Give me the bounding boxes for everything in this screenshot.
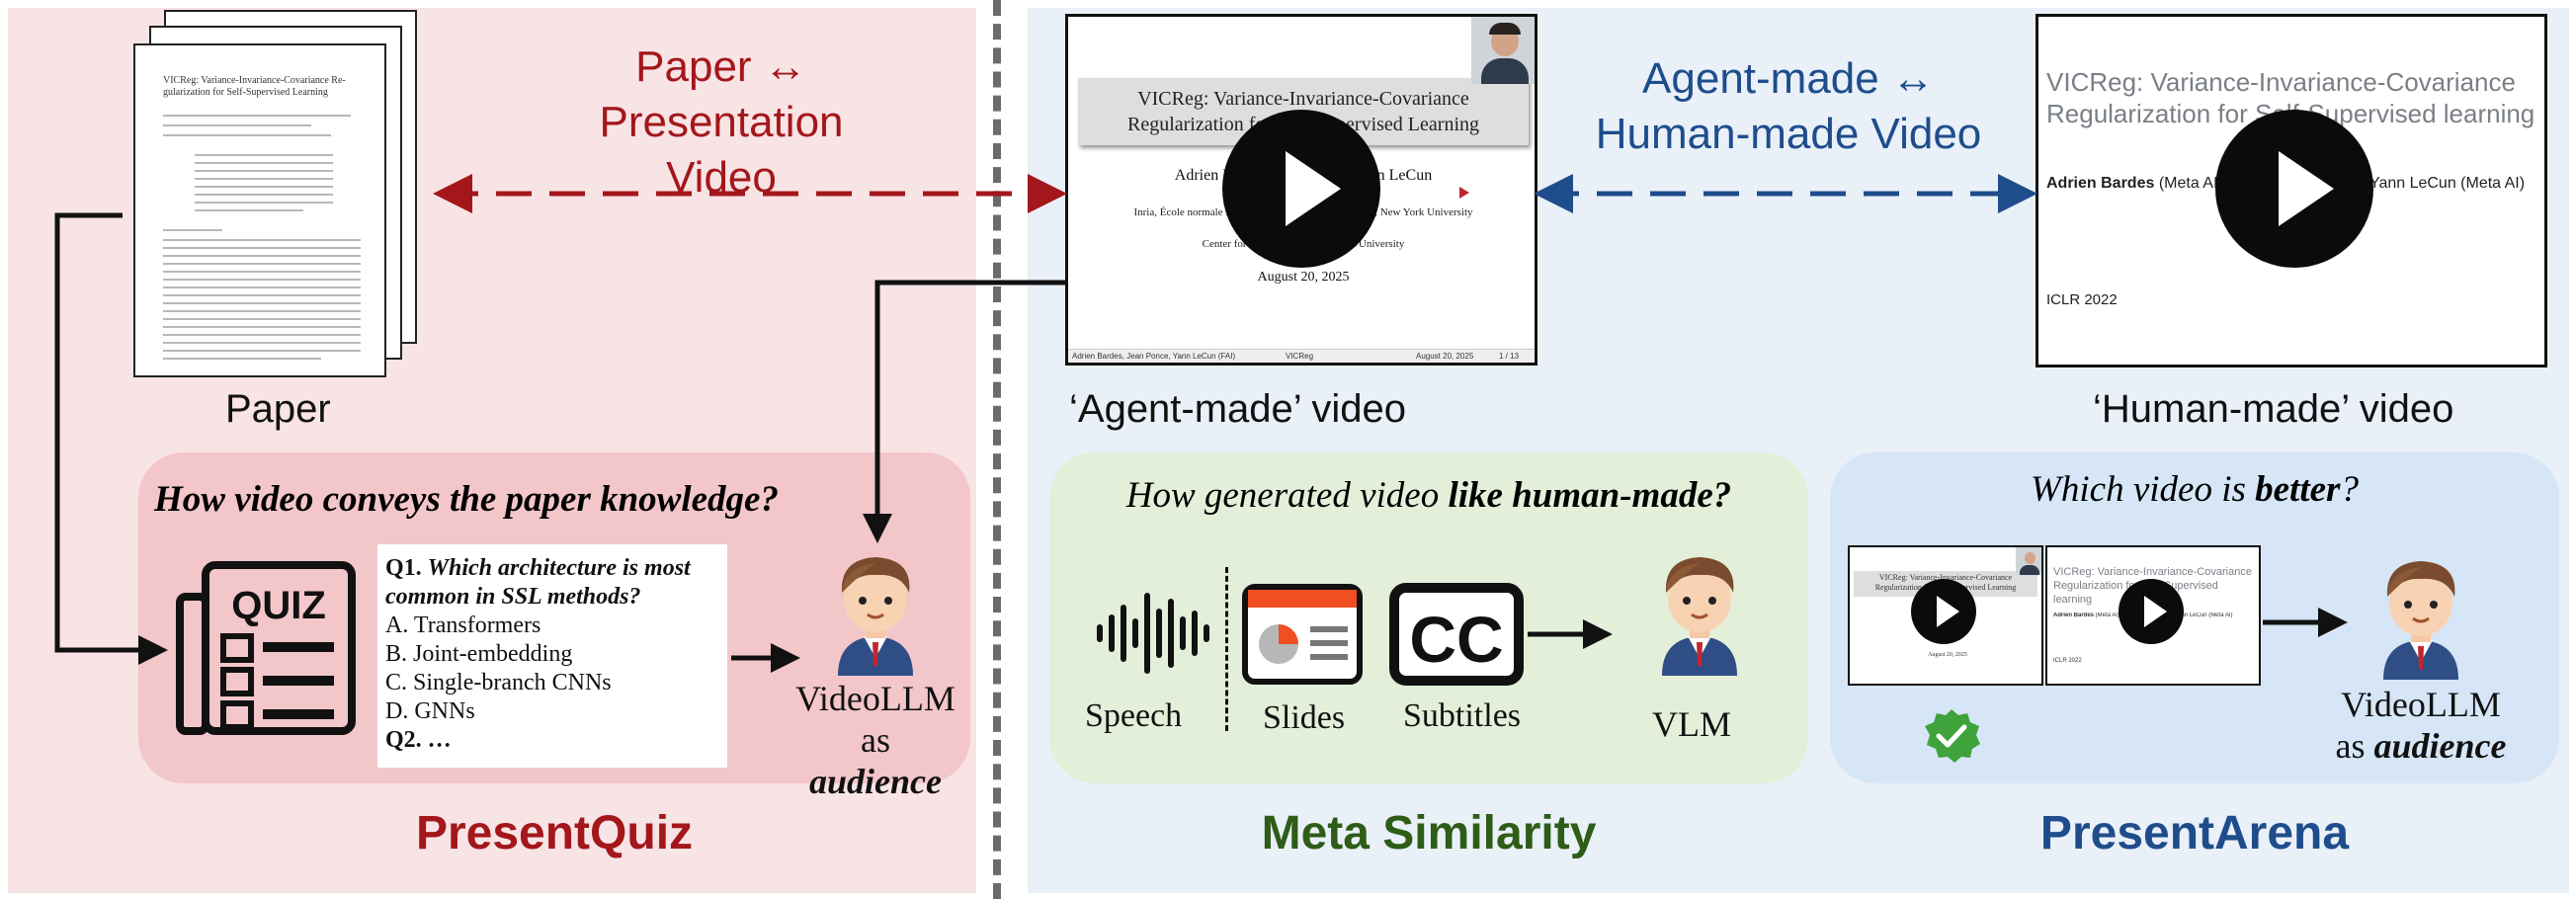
meta-question-emphasis: like human-made? xyxy=(1448,475,1732,516)
agent-made-caption: ‘Agent-made’ video xyxy=(1069,387,1406,431)
arena-human-venue: ICLR 2022 xyxy=(2053,658,2082,664)
speech-divider xyxy=(1225,567,1228,731)
checkmark-icon xyxy=(1925,709,1980,763)
agent-slide-footer-date: August 20, 2025 xyxy=(1416,352,1474,361)
quiz-icon: QUIZ xyxy=(176,561,356,735)
human-slide-first-author: Adrien Bardes xyxy=(2046,175,2155,192)
quiz-q2: Q2. … xyxy=(385,726,721,755)
agent-slide-footer-title: VICReg xyxy=(1286,352,1314,361)
agent-human-label-line2: Human-made Video xyxy=(1595,110,1982,158)
agent-human-label: Agent-made ↔ Human-made Video xyxy=(1551,51,2026,162)
video-to-audience-arrow xyxy=(863,280,1067,543)
arena-presenter-thumbnail xyxy=(2016,547,2041,575)
quiz-q2-text: … xyxy=(427,727,452,753)
paper-video-label-line2: Presentation Video xyxy=(599,98,844,202)
arena-human-title: VICReg: Variance-Invariance-Covariance R… xyxy=(2053,566,2252,606)
human-slide-venue: ICLR 2022 xyxy=(2046,291,2118,308)
play-icon xyxy=(2144,596,2167,627)
slides-icon xyxy=(1242,584,1363,685)
presentquiz-label: PresentQuiz xyxy=(415,807,694,859)
pointer-icon xyxy=(1459,187,1469,199)
vlm-label: VLM xyxy=(1652,704,1731,744)
paper-caption: Paper xyxy=(225,387,331,431)
arena-human-first-author: Adrien Bardes xyxy=(2053,613,2095,618)
section-divider xyxy=(993,0,1001,899)
quiz-option-b: B. Joint-embedding xyxy=(385,641,573,667)
cc-text: CC xyxy=(1409,603,1503,676)
paper-video-label: Paper ↔ Presentation Video xyxy=(553,40,889,205)
speech-label: Speech xyxy=(1085,697,1183,734)
agent-slide-footer: Adrien Bardes, Jean Ponce, Yann LeCun (F… xyxy=(1068,349,1535,363)
arena-question-suffix: ? xyxy=(2340,469,2359,510)
arena-audience-model: VideoLLM xyxy=(2341,685,2501,724)
paper-to-quiz-arrow xyxy=(54,212,168,665)
agent-human-label-line1: Agent-made ↔ xyxy=(1642,54,1935,103)
speech-waveform-icon xyxy=(1097,593,1209,674)
arena-question: Which video is better? xyxy=(1830,468,2559,511)
human-slide-title: VICReg: Variance-Invariance-Covariance R… xyxy=(2046,67,2535,128)
play-icon xyxy=(1937,596,1959,627)
paper-title: VICReg: Variance-Invariance-Covariance R… xyxy=(163,75,346,98)
agent-slide-date: August 20, 2025 xyxy=(1257,270,1350,285)
play-icon xyxy=(1286,151,1341,226)
human-video-play-button[interactable] xyxy=(2215,110,2373,268)
presentquiz-question: How video conveys the paper knowledge? xyxy=(154,479,779,520)
quiz-icon-text: QUIZ xyxy=(231,584,326,627)
paper-front-page: VICReg: Variance-Invariance-Covariance R… xyxy=(133,43,386,377)
arena-audience-as: as xyxy=(2335,726,2366,766)
vlm-avatar-icon xyxy=(1662,557,1737,676)
arena-question-emphasis: better xyxy=(2255,469,2341,510)
quiz-q1: Q1. Which architecture is most common in… xyxy=(385,554,721,612)
arena-agent-date: August 20, 2025 xyxy=(1928,652,1967,658)
paper-video-label-line1: Paper ↔ xyxy=(635,42,807,91)
arena-avatar-icon xyxy=(2383,561,2458,680)
meta-similarity-label: Meta Similarity xyxy=(1261,807,1597,859)
presentquiz-audience-word: audience xyxy=(809,762,942,801)
quiz-q1-text: Which architecture is most common in SSL… xyxy=(385,555,691,610)
arena-agent-play-button[interactable] xyxy=(1911,579,1976,644)
quiz-q1-number: Q1. xyxy=(385,555,422,581)
presentarena-label: PresentArena xyxy=(2039,807,2350,859)
subtitles-cc-icon: CC xyxy=(1389,583,1524,686)
subtitles-label: Subtitles xyxy=(1403,697,1522,734)
arena-human-play-button[interactable] xyxy=(2119,579,2184,644)
meta-question: How generated video like human-made? xyxy=(1049,474,1808,517)
slides-label: Slides xyxy=(1263,699,1346,736)
arena-audience-label: VideoLLM as audience xyxy=(2332,684,2510,767)
play-icon xyxy=(2279,151,2334,226)
quiz-option-d: D. GNNs xyxy=(385,698,475,724)
quiz-card: Q1. Which architecture is most common in… xyxy=(377,544,727,768)
meta-question-prefix: How generated video xyxy=(1125,475,1449,516)
presentquiz-audience-model: VideoLLM xyxy=(795,679,956,718)
arena-agent-thumbnail: VICReg: Variance-Invariance-Covariance R… xyxy=(1848,545,2043,686)
human-made-caption: ‘Human-made’ video xyxy=(2093,387,2454,431)
videollm-avatar-icon xyxy=(838,557,913,676)
quiz-option-a: A. Transformers xyxy=(385,613,541,638)
arena-question-prefix: Which video is xyxy=(2031,469,2256,510)
agent-slide-footer-authors: Adrien Bardes, Jean Ponce, Yann LeCun (F… xyxy=(1072,352,1236,361)
presentquiz-audience-label: VideoLLM as audience xyxy=(790,678,960,802)
quiz-q2-number: Q2. xyxy=(385,727,422,753)
agent-slide-footer-page: 1 / 13 xyxy=(1499,352,1520,361)
presenter-thumbnail xyxy=(1471,17,1535,84)
quiz-option-c: C. Single-branch CNNs xyxy=(385,670,612,695)
agent-video-play-button[interactable] xyxy=(1222,110,1380,268)
presentquiz-audience-as: as xyxy=(861,720,890,760)
arena-audience-word: audience xyxy=(2373,726,2507,766)
